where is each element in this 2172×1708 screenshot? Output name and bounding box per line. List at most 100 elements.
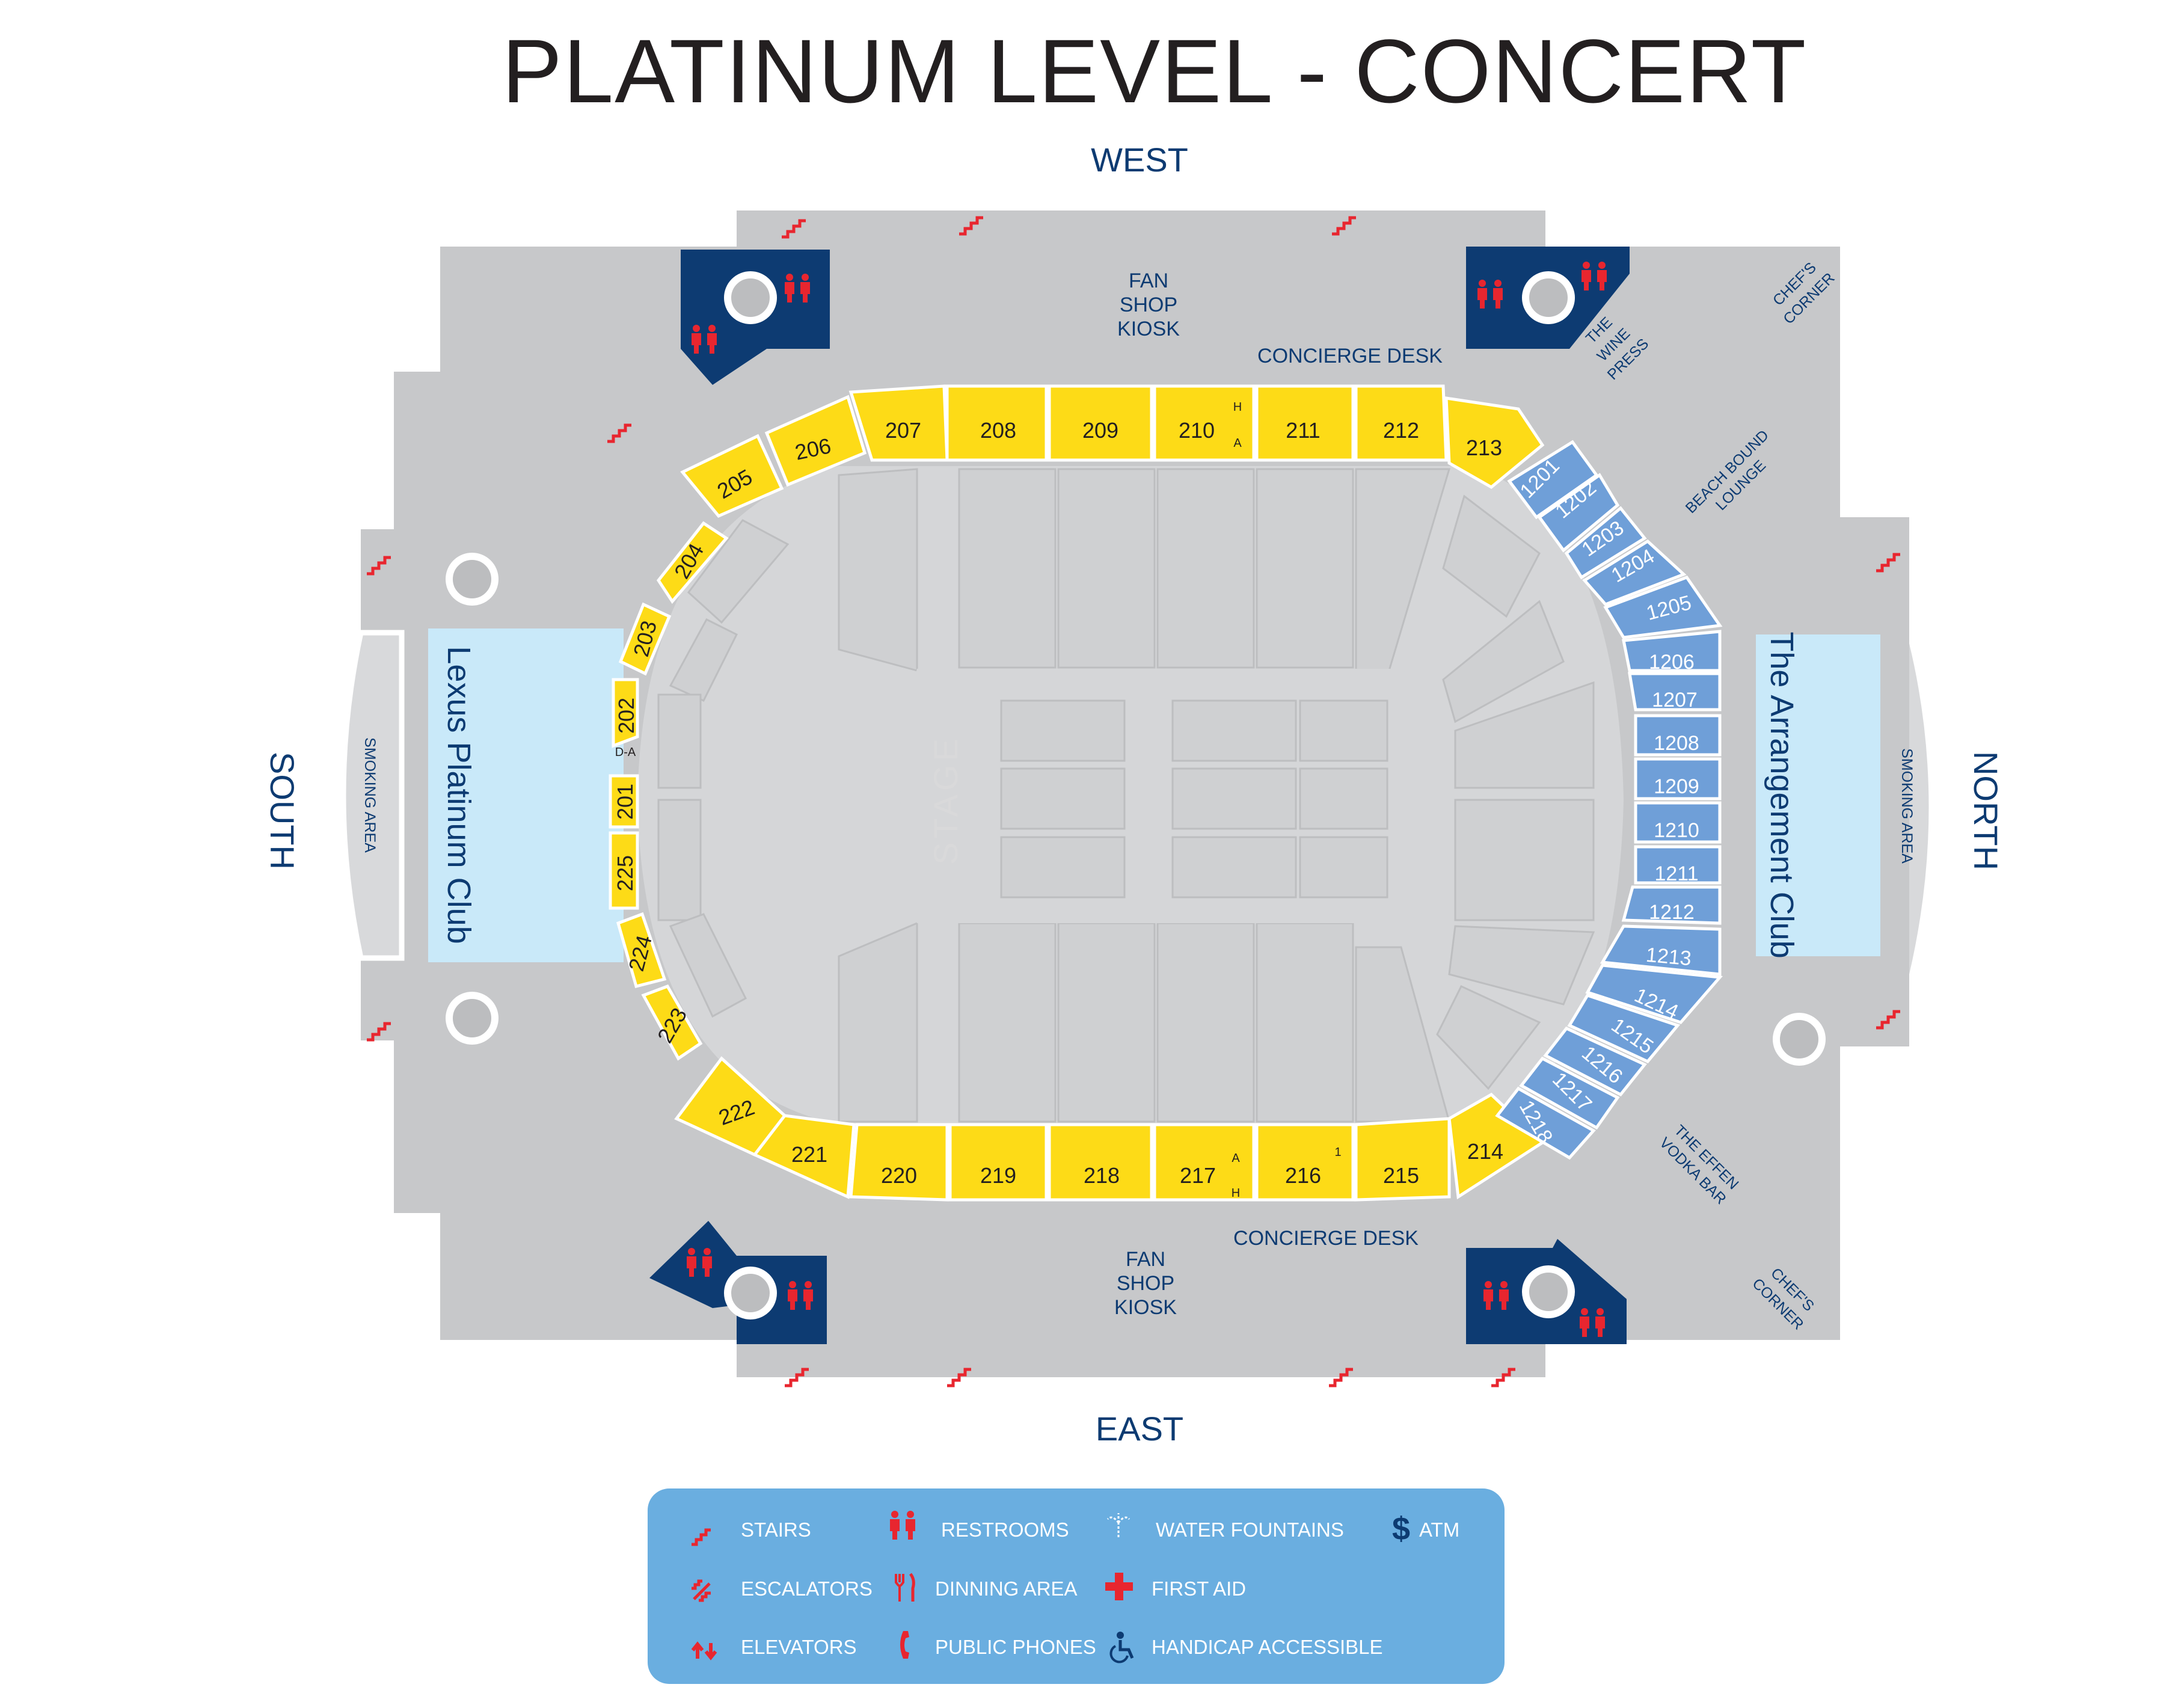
section-1203: 1203	[1564, 506, 1647, 580]
stairs-icon	[692, 1528, 711, 1546]
mark-217-a: A	[1232, 1152, 1240, 1165]
svg-text:KIOSK: KIOSK	[1114, 1296, 1177, 1319]
svg-text:ELEVATORS: ELEVATORS	[741, 1636, 857, 1658]
first-aid-icon	[1105, 1573, 1133, 1600]
restroom-icon	[1477, 280, 1503, 309]
section-label: 214	[1467, 1139, 1503, 1164]
section-1213: 1213	[1600, 924, 1722, 976]
section-1202: 1202	[1537, 473, 1620, 553]
legend-stairs: STAIRS	[692, 1519, 811, 1546]
section-205: 205	[680, 434, 784, 518]
section-224: 224	[616, 912, 667, 989]
section-207: 207	[848, 384, 949, 462]
stairs-icons	[367, 216, 1900, 1387]
restroom-block-nw	[681, 250, 830, 385]
direction-south: SOUTH	[263, 752, 301, 870]
section-label: 217	[1180, 1163, 1216, 1188]
section-1205: 1205	[1603, 575, 1723, 639]
section-label: 220	[881, 1163, 917, 1188]
mark-217-h: H	[1232, 1187, 1240, 1200]
section-203: 203	[618, 602, 672, 676]
section-1210: 1210	[1634, 801, 1722, 844]
stairs-icon	[1329, 1368, 1353, 1387]
svg-text:SHOP: SHOP	[1117, 1272, 1174, 1295]
lexus-platinum-club: Lexus Platinum Club	[428, 628, 624, 962]
section-label: 1212	[1649, 901, 1695, 924]
section-label: 213	[1466, 435, 1502, 460]
svg-text:SMOKING AREA: SMOKING AREA	[361, 737, 378, 853]
legend-atm: $ ATM	[1392, 1511, 1459, 1547]
section-209: 209	[1048, 384, 1153, 462]
floor-stage-area: STAGE	[900, 669, 1449, 923]
section-label: 209	[1082, 418, 1118, 443]
section-label: 216	[1285, 1163, 1321, 1188]
map-title: PLATINUM LEVEL - CONCERT	[502, 20, 1808, 121]
section-label: 1208	[1654, 732, 1699, 755]
svg-text:SHOP: SHOP	[1120, 293, 1177, 316]
svg-text:HANDICAP ACCESSIBLE: HANDICAP ACCESSIBLE	[1152, 1636, 1383, 1658]
blue-sections: 1201120212031204120512061207120812091210…	[1495, 440, 1723, 1160]
direction-north: NORTH	[1967, 751, 2005, 870]
escalators-icon	[692, 1579, 711, 1602]
concierge-desk-east: CONCIERGE DESK	[1233, 1227, 1419, 1250]
stairs-icon	[1491, 1368, 1515, 1387]
concierge-desk-west: CONCIERGE DESK	[1257, 345, 1443, 367]
section-206: 206	[764, 395, 867, 487]
mark-210-a: A	[1233, 437, 1242, 450]
restroom-icon	[890, 1511, 915, 1540]
restroom-icon	[1483, 1281, 1509, 1310]
section-1212: 1212	[1621, 885, 1722, 925]
elevators-icon	[691, 1641, 717, 1660]
stage-label: STAGE	[927, 735, 965, 865]
section-215: 215	[1354, 1117, 1451, 1202]
restroom-block-ne	[1466, 247, 1630, 349]
dining-icon	[895, 1573, 915, 1602]
section-219: 219	[948, 1123, 1048, 1202]
stairs-icon	[1876, 553, 1900, 573]
section-211: 211	[1255, 384, 1355, 462]
section-1207: 1207	[1628, 672, 1722, 711]
section-label: 219	[980, 1163, 1016, 1188]
restroom-icon	[687, 1248, 712, 1277]
section-202: 202	[612, 678, 639, 748]
restroom-icon	[1580, 1308, 1605, 1337]
legend-fountains: WATER FOUNTAINS	[1106, 1513, 1344, 1541]
legend: STAIRS ESCALATORS ELEVATORS RESTROOMS	[648, 1488, 1505, 1684]
stairs-icon	[947, 1368, 971, 1387]
section-label: 1213	[1645, 944, 1693, 970]
elevator-ring-south-west	[446, 553, 499, 606]
smoking-area-south: SMOKING AREA	[340, 630, 405, 961]
svg-text:KIOSK: KIOSK	[1117, 318, 1180, 340]
direction-east: EAST	[1096, 1410, 1183, 1448]
section-1208: 1208	[1634, 714, 1722, 757]
fan-shop-kiosk-west: FAN SHOP KIOSK	[1117, 269, 1180, 340]
stairs-icon	[367, 556, 391, 576]
section-1206: 1206	[1622, 630, 1722, 674]
svg-text:WATER FOUNTAINS: WATER FOUNTAINS	[1156, 1519, 1344, 1541]
section-216: 216	[1255, 1123, 1355, 1202]
section-1209: 1209	[1634, 757, 1722, 800]
restroom-block-se	[1466, 1239, 1627, 1344]
svg-text:Lexus Platinum Club: Lexus Platinum Club	[441, 646, 477, 944]
section-label: 202	[614, 698, 639, 734]
svg-text:FAN: FAN	[1129, 269, 1168, 292]
mark-d-a: D-A	[615, 746, 636, 759]
direction-west: WEST	[1091, 141, 1188, 179]
svg-text:RESTROOMS: RESTROOMS	[941, 1519, 1069, 1541]
section-label: 218	[1084, 1163, 1120, 1188]
section-label: 1206	[1649, 651, 1695, 674]
section-label: 211	[1286, 418, 1320, 443]
restroom-icon	[788, 1281, 813, 1310]
section-label: 1211	[1654, 862, 1698, 885]
section-label: 208	[980, 418, 1016, 443]
stairs-icon	[1332, 216, 1356, 236]
stairs-icon	[785, 1368, 809, 1387]
restroom-icon	[1581, 262, 1607, 290]
svg-text:FAN: FAN	[1126, 1248, 1165, 1271]
section-label: 1207	[1652, 689, 1698, 711]
section-1216: 1216	[1543, 1026, 1647, 1097]
section-label: 225	[613, 855, 637, 891]
stairs-icon	[959, 216, 983, 236]
section-212: 212	[1354, 384, 1448, 462]
